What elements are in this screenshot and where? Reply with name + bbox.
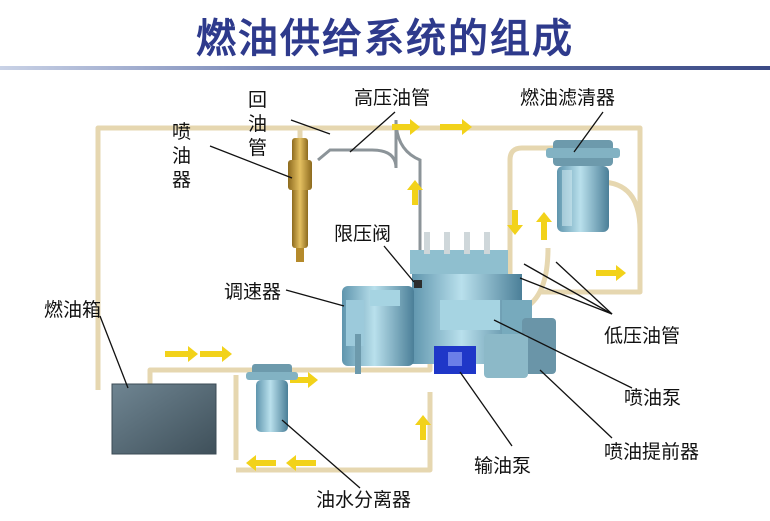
injector-graphic [288,138,312,262]
page-title: 燃油供给系统的组成 [196,16,574,62]
label-fuel-tank: 燃油箱 [44,299,102,321]
water-separator-graphic [246,364,298,432]
fuel-tank-graphic [111,383,217,455]
label-injector: 喷油器 [172,121,192,191]
return-pipe-left [95,125,300,390]
tank-return-pipe [236,392,433,473]
relief-valve-graphic [414,280,422,288]
low-pressure-pipe [507,145,560,292]
high-pressure-pipe [317,119,422,262]
label-return-pipe: 回油管 [248,89,268,159]
fuel-filter-graphic [546,140,620,232]
label-injection-pump: 喷油泵 [624,387,682,409]
label-relief-valve: 限压阀 [334,223,392,245]
label-injection-advance: 喷油提前器 [604,441,700,463]
leader-lines [99,111,633,489]
governor-graphic [342,286,414,374]
label-high-pressure-pipe: 高压油管 [354,87,431,109]
label-fuel-transfer-pump: 输油泵 [474,455,532,477]
injection-pump-graphic [410,232,556,378]
label-low-pressure-pipe: 低压油管 [604,325,681,347]
label-governor: 调速器 [224,281,282,303]
title-divider [0,66,770,70]
label-fuel-filter: 燃油滤清器 [520,87,616,109]
label-water-separator: 油水分离器 [316,489,412,511]
return-pipe [297,125,643,295]
